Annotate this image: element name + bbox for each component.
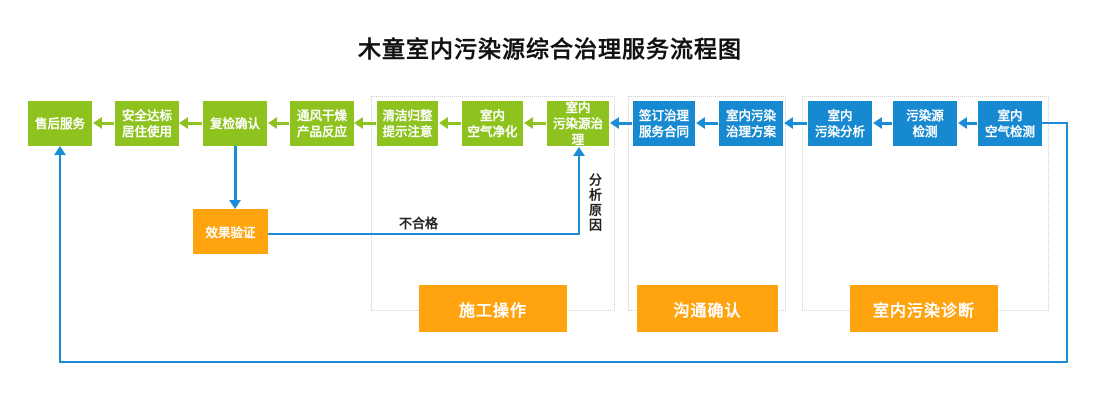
node-effect-verification: 效果验证 [193, 209, 268, 254]
node-label: 售后服务 [34, 116, 85, 131]
node-safe-occupancy: 安全达标 居住使用 [115, 101, 179, 146]
node-label: 室内 [479, 108, 505, 123]
connector-fail-horizontal [268, 233, 580, 235]
arrow-left-icon [179, 117, 202, 129]
node-label: 安全达标 [121, 108, 172, 123]
arrowhead-up-icon [54, 146, 66, 155]
node-label: 居住使用 [121, 124, 172, 139]
node-indoor-air-testing: 室内 空气检测 [978, 101, 1042, 146]
group-label-construction: 施工操作 [419, 285, 567, 332]
arrowhead-left-icon [179, 117, 188, 129]
arrow-left-icon [354, 117, 376, 129]
node-label: 签订治理 [638, 108, 689, 123]
node-pollution-source-treatment: 室内 污染源治理 [547, 100, 609, 147]
connector-fail-vertical [578, 156, 580, 235]
node-label: 复检确认 [209, 116, 260, 131]
connector-recheck-to-effect [234, 146, 237, 201]
node-label: 清洁归整 [382, 108, 433, 123]
arrowhead-left-icon [784, 117, 793, 129]
arrow-left-icon [610, 117, 632, 129]
node-sign-service-contract: 签订治理 服务合同 [633, 101, 695, 146]
arrowhead-left-icon [268, 117, 277, 129]
arrow-left-icon [93, 117, 114, 129]
node-label: 室内 [827, 108, 853, 123]
node-label: 污染源 [906, 108, 944, 123]
edge-label-fail: 不合格 [399, 216, 439, 231]
node-label: 污染源治理 [552, 116, 603, 147]
arrowhead-left-icon [439, 117, 448, 129]
node-label: 空气净化 [467, 124, 518, 139]
node-label: 室内污染 [725, 108, 776, 123]
arrow-left-icon [784, 117, 807, 129]
arrow-left-icon [696, 117, 718, 129]
node-treatment-plan: 室内污染 治理方案 [719, 101, 783, 146]
node-recheck-confirm: 复检确认 [203, 101, 267, 146]
arrow-left-icon [873, 117, 892, 129]
node-label: 污染分析 [814, 124, 865, 139]
node-label: 室内 [565, 100, 591, 115]
arrowhead-left-icon [958, 117, 967, 129]
arrowhead-left-icon [696, 117, 705, 129]
connector-loop-left [59, 154, 61, 363]
node-pollution-source-testing: 污染源 检测 [893, 101, 957, 146]
node-label: 室内 [997, 108, 1023, 123]
connector-loop-right [1066, 122, 1068, 363]
connector-loop-top [1042, 122, 1068, 124]
group-label-communication: 沟通确认 [637, 285, 778, 332]
arrow-left-icon [524, 117, 546, 129]
node-indoor-pollution-analysis: 室内 污染分析 [808, 101, 872, 146]
arrowhead-left-icon [524, 117, 533, 129]
node-label: 空气检测 [984, 124, 1035, 139]
node-ventilation-drying: 通风干燥 产品反应 [290, 101, 354, 146]
node-label: 治理方案 [725, 124, 776, 139]
node-indoor-air-purification: 室内 空气净化 [462, 101, 523, 146]
node-label: 检测 [912, 124, 938, 139]
node-after-sales-service: 售后服务 [28, 101, 92, 146]
node-label: 服务合同 [638, 124, 689, 139]
group-label-diagnosis: 室内污染诊断 [850, 285, 998, 332]
node-label: 产品反应 [296, 124, 347, 139]
node-label: 效果验证 [205, 226, 256, 240]
node-label: 提示注意 [382, 124, 433, 139]
arrowhead-left-icon [93, 117, 102, 129]
arrowhead-left-icon [354, 117, 363, 129]
page-title: 木童室内污染源综合治理服务流程图 [358, 36, 742, 62]
edge-label-analyze-cause: 分析原因 [587, 173, 602, 233]
connector-loop-bottom [59, 361, 1068, 363]
arrowhead-down-icon [229, 200, 241, 209]
arrowhead-up-icon [573, 147, 585, 156]
node-label: 通风干燥 [296, 108, 347, 123]
arrow-left-icon [268, 117, 289, 129]
arrow-left-icon [439, 117, 461, 129]
arrow-left-icon [958, 117, 977, 129]
arrowhead-left-icon [873, 117, 882, 129]
node-cleanup-notice: 清洁归整 提示注意 [377, 101, 438, 146]
arrowhead-left-icon [610, 117, 619, 129]
